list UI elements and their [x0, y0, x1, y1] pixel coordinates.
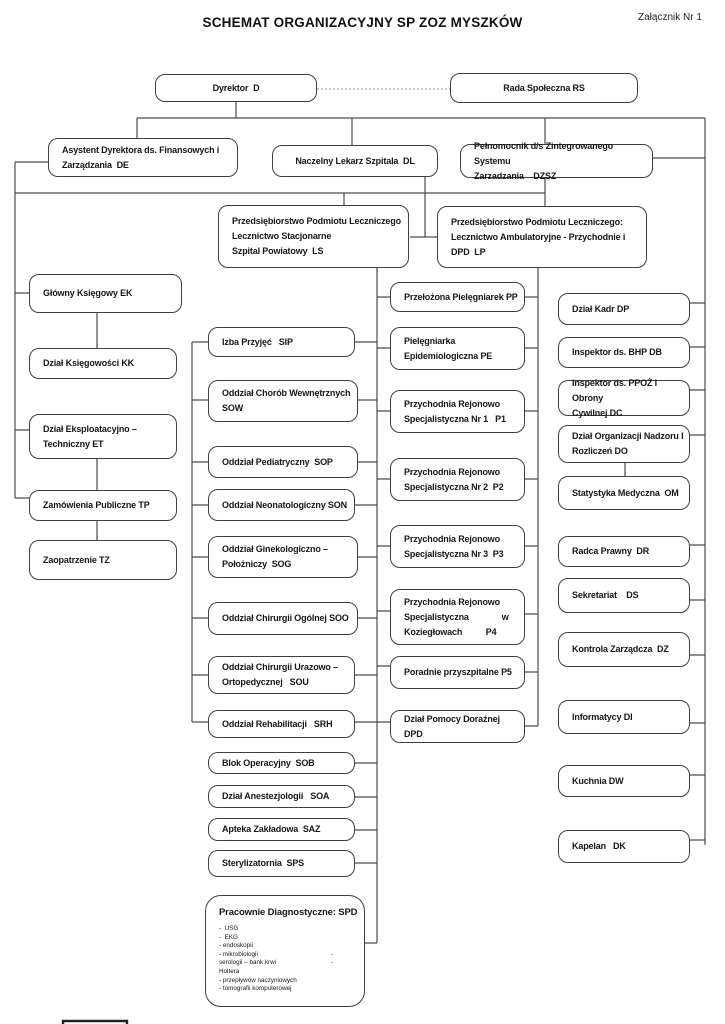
node-epidemiology-nurse: Pielęgniarka Epidemiologiczna PE: [390, 327, 525, 370]
node-fire-civil-defense-inspector: Inspektor ds. PPOŻ i Obrony Cywilnej DC: [558, 378, 690, 418]
node-sterilization: Sterylizatornia SPS: [208, 850, 355, 877]
node-trauma-orthopedic-ward: Oddział Chirurgii Urazowo – Ortopedyczne…: [208, 656, 355, 694]
node-stationary-care: Przedsiębiorstwo Podmiotu Leczniczego Le…: [218, 205, 409, 268]
attachment-label: Załącznik Nr 1: [638, 12, 702, 23]
node-clinic-2: Przychodnia Rejonowo Specjalistyczna Nr …: [390, 458, 525, 501]
node-rehabilitation-ward: Oddział Rehabilitacji SRH: [208, 710, 355, 738]
diagnostic-lab-item: - mikrobiologii-: [219, 950, 333, 958]
node-medical-statistics: Statystyka Medyczna OM: [558, 476, 690, 510]
node-chief-accountant: Główny Księgowy EK: [29, 274, 182, 313]
diagnostic-lab-item: - EKG: [219, 933, 238, 941]
node-pharmacy: Apteka Zakładowa SAZ: [208, 818, 355, 841]
node-diagnostic-labs: Pracownie Diagnostyczne: SPD - USG - EKG…: [205, 895, 365, 1007]
node-secretariat: Sekretariat DS: [558, 578, 690, 613]
node-chief-physician: Naczelny Lekarz Szpitala DL: [272, 145, 438, 177]
page-title: SCHEMAT ORGANIZACYJNY SP ZOZ MYSZKÓW: [202, 15, 523, 30]
node-emergency-aid-dept: Dział Pomocy Doraźnej DPD: [390, 710, 525, 743]
node-admissions: Izba Przyjęć SIP: [208, 327, 355, 357]
node-accounting-dept: Dział Księgowości KK: [29, 348, 177, 379]
node-general-surgery-ward: Oddział Chirurgii Ogólnej SOO: [208, 602, 358, 635]
node-internal-diseases-ward: Oddział Chorób Wewnętrznych SOW: [208, 380, 358, 422]
node-director: Dyrektor D: [155, 74, 317, 102]
node-bhp-inspector: Inspektor ds. BHP DB: [558, 337, 690, 368]
node-clinic-3: Przychodnia Rejonowo Specjalistyczna Nr …: [390, 525, 525, 568]
node-integrated-system-proxy: Pełnomocnik d/s Zintegrowanego Systemu Z…: [460, 141, 653, 181]
node-chaplain: Kapelan DK: [558, 830, 690, 863]
node-management-control: Kontrola Zarządcza DZ: [558, 632, 690, 667]
node-social-council: Rada Społeczna RS: [450, 73, 638, 103]
node-maintenance-dept: Dział Eksploatacyjno – Techniczny ET: [29, 414, 177, 459]
diagnostic-lab-item: serologii – bank krwi-: [219, 959, 333, 967]
node-head-nurse: Przełożona Pielęgniarek PP: [390, 282, 525, 312]
node-organization-supervision-dept: Dział Organizacji Nadzoru I Rozliczeń DO: [558, 425, 690, 463]
node-public-procurement: Zamówienia Publiczne TP: [29, 490, 177, 521]
node-legal-counsel: Radca Prawny DR: [558, 536, 690, 567]
node-kitchen: Kuchnia DW: [558, 765, 690, 797]
diagnostic-lab-item: Holtera: [219, 967, 240, 975]
diagnostic-lab-item: - endoskopii: [219, 942, 253, 950]
node-supply: Zaopatrzenie TZ: [29, 540, 177, 580]
node-hr-dept: Dział Kadr DP: [558, 293, 690, 325]
node-director-assistant: Asystent Dyrektora ds. Finansowych i Zar…: [48, 138, 238, 177]
node-anesthesiology-dept: Dział Anestezjologii SOA: [208, 785, 355, 808]
node-it-staff: Informatycy DI: [558, 700, 690, 734]
diagnostic-lab-item: - USG: [219, 925, 239, 932]
node-clinic-kozieglowy: Przychodnia Rejonowo Specjalistyczna w K…: [390, 589, 525, 645]
node-clinic-1: Przychodnia Rejonowo Specjalistyczna Nr …: [390, 390, 525, 433]
node-operating-block: Blok Operacyjny SOB: [208, 752, 355, 774]
diagnostic-lab-item: - przepływów naczyniowych: [219, 976, 297, 984]
node-ambulatory-care: Przedsiębiorstwo Podmiotu Leczniczego: L…: [437, 206, 647, 268]
node-neonatology-ward: Oddział Neonatologiczny SON: [208, 489, 355, 521]
node-pediatric-ward: Oddział Pediatryczny SOP: [208, 446, 358, 478]
node-gynecology-ward: Oddział Ginekologiczno – Położniczy SOG: [208, 536, 358, 578]
node-hospital-clinics: Poradnie przyszpitalne P5: [390, 656, 525, 689]
diagnostic-lab-item: - tomografii komputerowej: [219, 985, 292, 993]
